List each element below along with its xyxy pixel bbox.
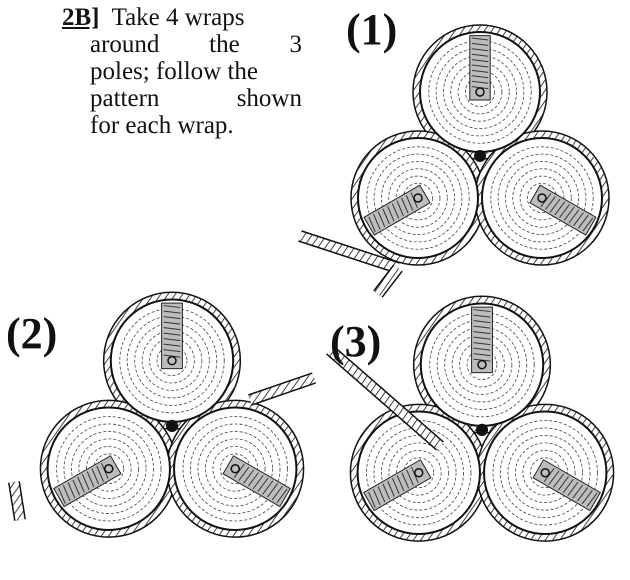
rope-crossing <box>166 420 178 432</box>
rope-crossing <box>476 424 488 436</box>
figure-label-3: (3) <box>330 320 381 364</box>
pole-end <box>420 32 540 152</box>
pole-end <box>111 299 233 421</box>
pole-end <box>482 138 602 258</box>
rope-crossing <box>474 150 486 162</box>
pole-end <box>484 412 606 534</box>
pole-end <box>421 303 543 425</box>
lashing-figure-1 <box>300 25 609 294</box>
pole-end <box>48 408 170 530</box>
figure-label-2: (2) <box>6 312 57 356</box>
pole-end <box>358 138 478 258</box>
pole-end <box>174 408 296 530</box>
lashing-figure-2 <box>14 292 314 537</box>
figure-label-1: (1) <box>346 8 397 52</box>
